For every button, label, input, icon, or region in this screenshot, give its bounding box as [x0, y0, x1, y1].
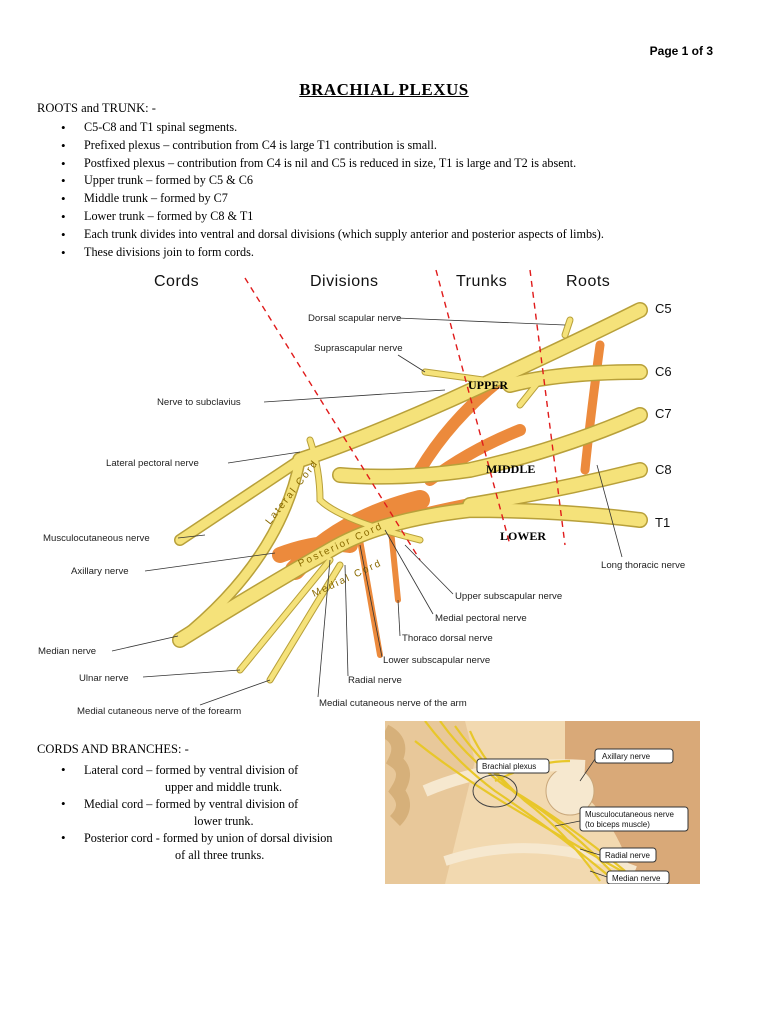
- list-item: Medial cord – formed by ventral division…: [55, 796, 374, 829]
- list-item-line: Medial cord – formed by ventral division…: [84, 797, 299, 811]
- label-suprascapular: Suprascapular nerve: [314, 343, 403, 354]
- page-number: Page 1 of 3: [649, 44, 713, 58]
- leader-lines: [111, 317, 623, 706]
- roots-trunk-list: C5-C8 and T1 spinal segments. Prefixed p…: [55, 119, 604, 261]
- photo-label-median: Median nerve: [612, 874, 661, 883]
- label-lower-subscapular: Lower subscapular nerve: [383, 655, 490, 666]
- photo-label-musculocutaneous-sub: (to biceps muscle): [585, 820, 650, 829]
- list-item-continuation: of all three trunks.: [175, 847, 265, 862]
- label-nerve-to-subclavius: Nerve to subclavius: [157, 397, 241, 408]
- header-trunks: Trunks: [456, 273, 507, 290]
- shoulder-illustration: Brachial plexus Axillary nerve Musculocu…: [385, 721, 700, 884]
- list-item: Lateral cord – formed by ventral divisio…: [55, 762, 374, 795]
- label-ulnar: Ulnar nerve: [79, 673, 129, 684]
- roots-trunk-heading: ROOTS and TRUNK: -: [37, 101, 156, 115]
- header-divisions: Divisions: [310, 273, 379, 290]
- nerve-trunks: [172, 302, 648, 684]
- page-title: BRACHIAL PLEXUS: [299, 80, 469, 99]
- label-lateral-pectoral: Lateral pectoral nerve: [106, 458, 199, 469]
- list-item-continuation: upper and middle trunk.: [165, 779, 283, 794]
- root-c6: C6: [655, 364, 672, 379]
- root-t1: T1: [655, 515, 670, 530]
- list-item: Middle trunk – formed by C7: [55, 190, 604, 208]
- list-item: Lower trunk – formed by C8 & T1: [55, 208, 604, 226]
- list-item: Posterior cord - formed by union of dors…: [55, 830, 414, 863]
- photo-label-brachial-plexus: Brachial plexus: [482, 762, 536, 771]
- label-radial: Radial nerve: [348, 675, 402, 686]
- list-item: These divisions join to form cords.: [55, 244, 604, 262]
- posterior-divisions: [272, 340, 605, 658]
- list-item: C5-C8 and T1 spinal segments.: [55, 119, 604, 137]
- label-dorsal-scapular: Dorsal scapular nerve: [308, 313, 401, 324]
- label-medial-pectoral: Medial pectoral nerve: [435, 613, 527, 624]
- upper-trunk-label: UPPER: [468, 378, 508, 392]
- list-item: Each trunk divides into ventral and dors…: [55, 226, 604, 244]
- label-thoraco-dorsal: Thoraco dorsal nerve: [402, 633, 493, 644]
- cords-branches-heading: CORDS AND BRANCHES: -: [37, 742, 189, 756]
- label-medial-cutaneous-forearm: Medial cutaneous nerve of the forearm: [77, 706, 241, 717]
- cords-branches-list: Lateral cord – formed by ventral divisio…: [55, 762, 414, 864]
- label-median: Median nerve: [38, 646, 96, 657]
- root-c8: C8: [655, 462, 672, 477]
- list-item: Postfixed plexus – contribution from C4 …: [55, 155, 604, 173]
- photo-label-musculocutaneous: Musculocutaneous nerve: [585, 810, 674, 819]
- label-musculocutaneous: Musculocutaneous nerve: [43, 533, 150, 544]
- photo-label-radial: Radial nerve: [605, 851, 650, 860]
- list-item: Upper trunk – formed by C5 & C6: [55, 172, 604, 190]
- region-divider-lines: [244, 269, 566, 561]
- brachial-plexus-diagram: Cords Divisions Trunks Roots: [38, 269, 685, 717]
- label-medial-cutaneous-arm: Medial cutaneous nerve of the arm: [319, 698, 467, 709]
- label-upper-subscapular: Upper subscapular nerve: [455, 591, 562, 602]
- middle-trunk-label: MIDDLE: [486, 462, 535, 476]
- label-long-thoracic: Long thoracic nerve: [601, 560, 685, 571]
- photo-label-axillary: Axillary nerve: [602, 752, 651, 761]
- header-roots: Roots: [566, 273, 610, 290]
- list-item-continuation: lower trunk.: [194, 813, 254, 828]
- list-item: Prefixed plexus – contribution from C4 i…: [55, 137, 604, 155]
- lower-trunk-label: LOWER: [500, 529, 546, 543]
- label-axillary: Axillary nerve: [71, 566, 129, 577]
- root-c5: C5: [655, 301, 672, 316]
- root-c7: C7: [655, 406, 672, 421]
- list-item-line: Lateral cord – formed by ventral divisio…: [84, 763, 299, 777]
- header-cords: Cords: [154, 273, 199, 290]
- list-item-line: Posterior cord - formed by union of dors…: [84, 831, 333, 845]
